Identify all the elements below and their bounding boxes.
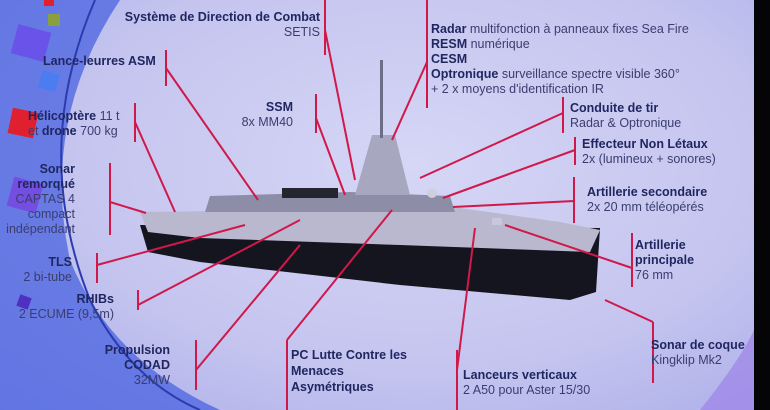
label-title: principale bbox=[635, 253, 695, 267]
label-title: Optronique bbox=[431, 67, 499, 81]
label-rhibs: RHIBs 2 ECUME (9,5m) bbox=[19, 292, 114, 322]
decorative-background bbox=[0, 0, 754, 410]
label-title: Lanceurs verticaux bbox=[463, 368, 577, 382]
label-sub: 76 mm bbox=[635, 268, 674, 282]
label-sub: 2 ECUME (9,5m) bbox=[18, 307, 114, 321]
label-asm-decoy: Lance-leurres ASM bbox=[43, 54, 156, 69]
slide: Système de Direction de Combat SETIS Lan… bbox=[0, 0, 754, 410]
label-title: RHIBs bbox=[76, 292, 114, 306]
label-title: PC Lutte Contre les bbox=[291, 348, 407, 362]
label-title: remorqué bbox=[17, 177, 75, 191]
label-title: Système de Direction de Combat bbox=[124, 10, 320, 24]
label-title: Asymétriques bbox=[291, 380, 374, 394]
label-title: CESM bbox=[431, 52, 468, 66]
label-title: CODAD bbox=[124, 358, 170, 372]
label-sub: indépendant bbox=[6, 222, 75, 236]
label-main-artillery: Artillerie principale 76 mm bbox=[635, 238, 694, 283]
label-sub: compact bbox=[27, 207, 75, 221]
label-title: Radar bbox=[431, 22, 467, 36]
label-title: Sonar de coque bbox=[651, 338, 745, 352]
label-title: Sonar bbox=[39, 162, 75, 176]
screen-edge bbox=[754, 0, 770, 410]
label-title: RESM bbox=[431, 37, 468, 51]
label-helicopter: Hélicoptère 11 t et drone 700 kg bbox=[28, 109, 120, 139]
label-title: SSM bbox=[265, 100, 293, 114]
label-title: Conduite de tir bbox=[570, 101, 659, 115]
label-hull-sonar: Sonar de coque Kingklip Mk2 bbox=[651, 338, 745, 368]
label-sub: CAPTAS 4 bbox=[15, 192, 75, 206]
label-title: Lance-leurres ASM bbox=[43, 54, 156, 68]
label-text: et bbox=[28, 124, 42, 138]
label-sub: 2 A50 pour Aster 15/30 bbox=[463, 383, 591, 397]
label-tls: TLS 2 bi-tube bbox=[23, 255, 72, 285]
label-fire-control: Conduite de tir Radar & Optronique bbox=[570, 101, 681, 131]
label-asymmetric-threats: PC Lutte Contre les Menaces Asymétriques bbox=[291, 347, 407, 395]
label-ssm: SSM 8x MM40 bbox=[242, 100, 293, 130]
label-title: Hélicoptère bbox=[28, 109, 97, 123]
label-sub: 2 bi-tube bbox=[23, 270, 72, 284]
label-sub: 8x MM40 bbox=[241, 115, 293, 129]
label-text: multifonction à panneaux fixes Sea Fire bbox=[466, 22, 689, 36]
label-title: Artillerie bbox=[635, 238, 686, 252]
label-title: drone bbox=[41, 124, 77, 138]
ship-diagram bbox=[96, 0, 654, 410]
label-title: Artillerie secondaire bbox=[587, 185, 708, 199]
label-text: numérique bbox=[467, 37, 530, 51]
label-title: Propulsion bbox=[104, 343, 170, 357]
label-text: + 2 x moyens d'identification IR bbox=[431, 82, 604, 96]
label-secondary-artillery: Artillerie secondaire 2x 20 mm téléopéré… bbox=[587, 185, 707, 215]
label-propulsion: Propulsion CODAD 32MW bbox=[105, 343, 170, 388]
label-title: Effecteur Non Létaux bbox=[582, 137, 708, 151]
label-combat-system: Système de Direction de Combat SETIS bbox=[125, 10, 320, 40]
label-sub: SETIS bbox=[283, 25, 320, 39]
label-sub: 2x 20 mm téléopérés bbox=[587, 200, 704, 214]
label-value: 11 t bbox=[96, 109, 120, 123]
label-radar: Radar multifonction à panneaux fixes Sea… bbox=[431, 22, 689, 97]
label-sub: 2x (lumineux + sonores) bbox=[582, 152, 716, 166]
label-title: TLS bbox=[48, 255, 72, 269]
label-sub: Radar & Optronique bbox=[570, 116, 682, 130]
label-value: 700 kg bbox=[76, 124, 118, 138]
label-non-lethal: Effecteur Non Létaux 2x (lumineux + sono… bbox=[582, 137, 716, 167]
label-text: surveillance spectre visible 360° bbox=[498, 67, 680, 81]
label-sub: 32MW bbox=[133, 373, 170, 387]
label-title: Menaces bbox=[291, 364, 344, 378]
callout-lines bbox=[96, 0, 654, 410]
label-towed-sonar: Sonar remorqué CAPTAS 4 compact indépend… bbox=[6, 162, 75, 237]
label-sub: Kingklip Mk2 bbox=[651, 353, 722, 367]
label-vertical-launchers: Lanceurs verticaux 2 A50 pour Aster 15/3… bbox=[463, 368, 590, 398]
